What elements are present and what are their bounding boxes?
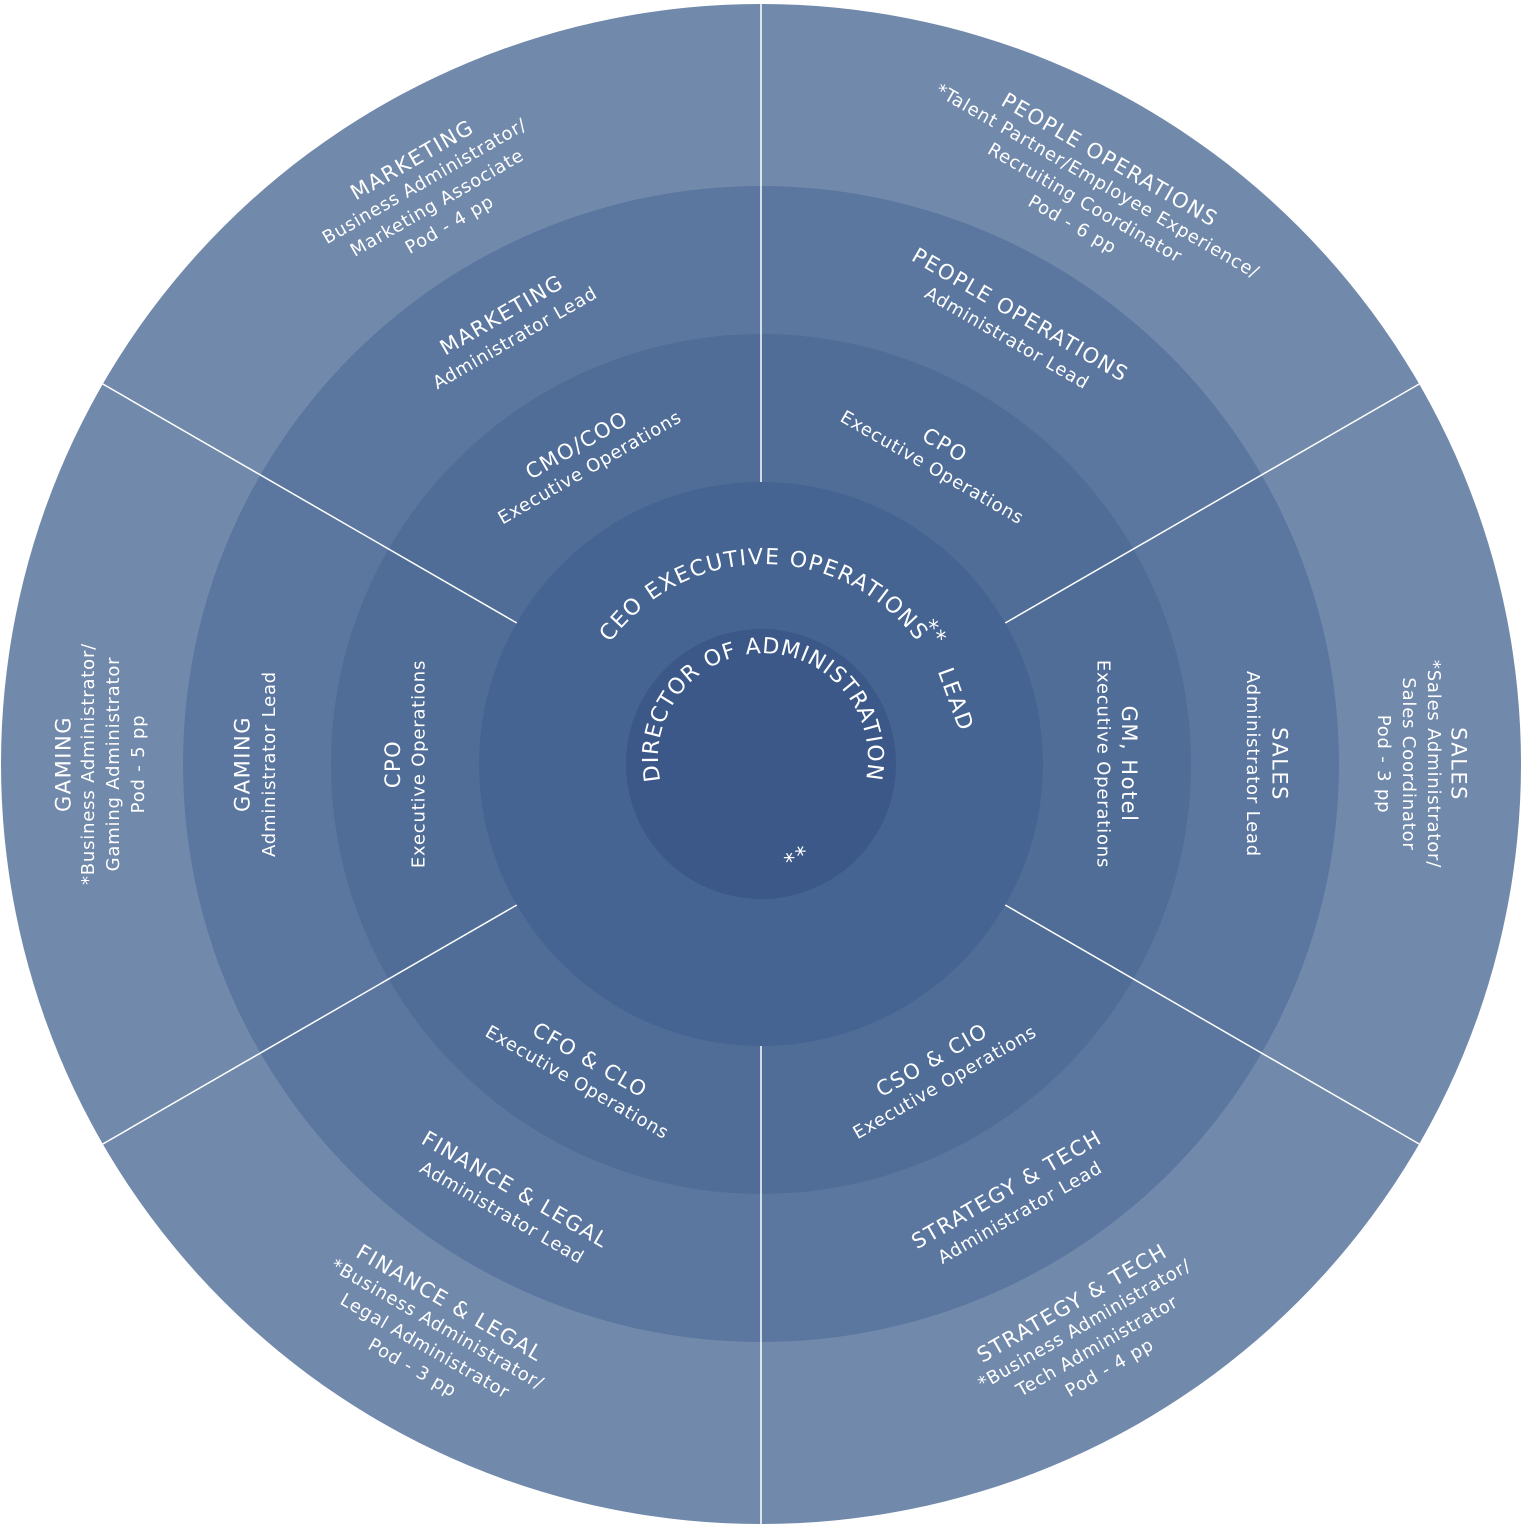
sales-pod-line-2: *Sales Administrator/ [1423, 660, 1444, 868]
gaming-lead-line-1: GAMING [231, 716, 255, 812]
gaming-executive-line-1: CPO [381, 740, 405, 788]
gaming-pod-line-1: GAMING [52, 716, 76, 812]
gaming-pod-line-4: Pod - 5 pp [128, 715, 149, 814]
sales-pod-line-1: SALES [1447, 727, 1471, 801]
sales-pod-line-3: Sales Coordinator [1398, 677, 1419, 850]
sales-lead-line-2: Administrator Lead [1242, 671, 1263, 857]
gaming-pod-label: GAMING*Business Administrator/Gaming Adm… [52, 643, 150, 885]
sector-divider [1004, 383, 1420, 624]
sales-executive-line-1: GM, Hotel [1117, 706, 1141, 823]
sector-dividers [102, 4, 1420, 1524]
gaming-executive-line-2: Executive Operations [409, 660, 430, 868]
sector-divider [102, 904, 518, 1145]
sector-divider [1004, 904, 1420, 1145]
sales-executive-line-2: Executive Operations [1093, 660, 1114, 868]
gaming-lead-line-2: Administrator Lead [259, 671, 280, 857]
sales-lead-line-1: SALES [1268, 727, 1292, 801]
sector-divider [102, 383, 518, 624]
gaming-pod-line-2: *Business Administrator/ [78, 643, 99, 885]
sales-pod-label: SALES*Sales Administrator/Sales Coordina… [1373, 660, 1471, 868]
sales-pod-line-4: Pod - 3 pp [1373, 715, 1394, 814]
gaming-pod-line-3: Gaming Administrator [103, 657, 124, 872]
core-circle [626, 629, 896, 899]
